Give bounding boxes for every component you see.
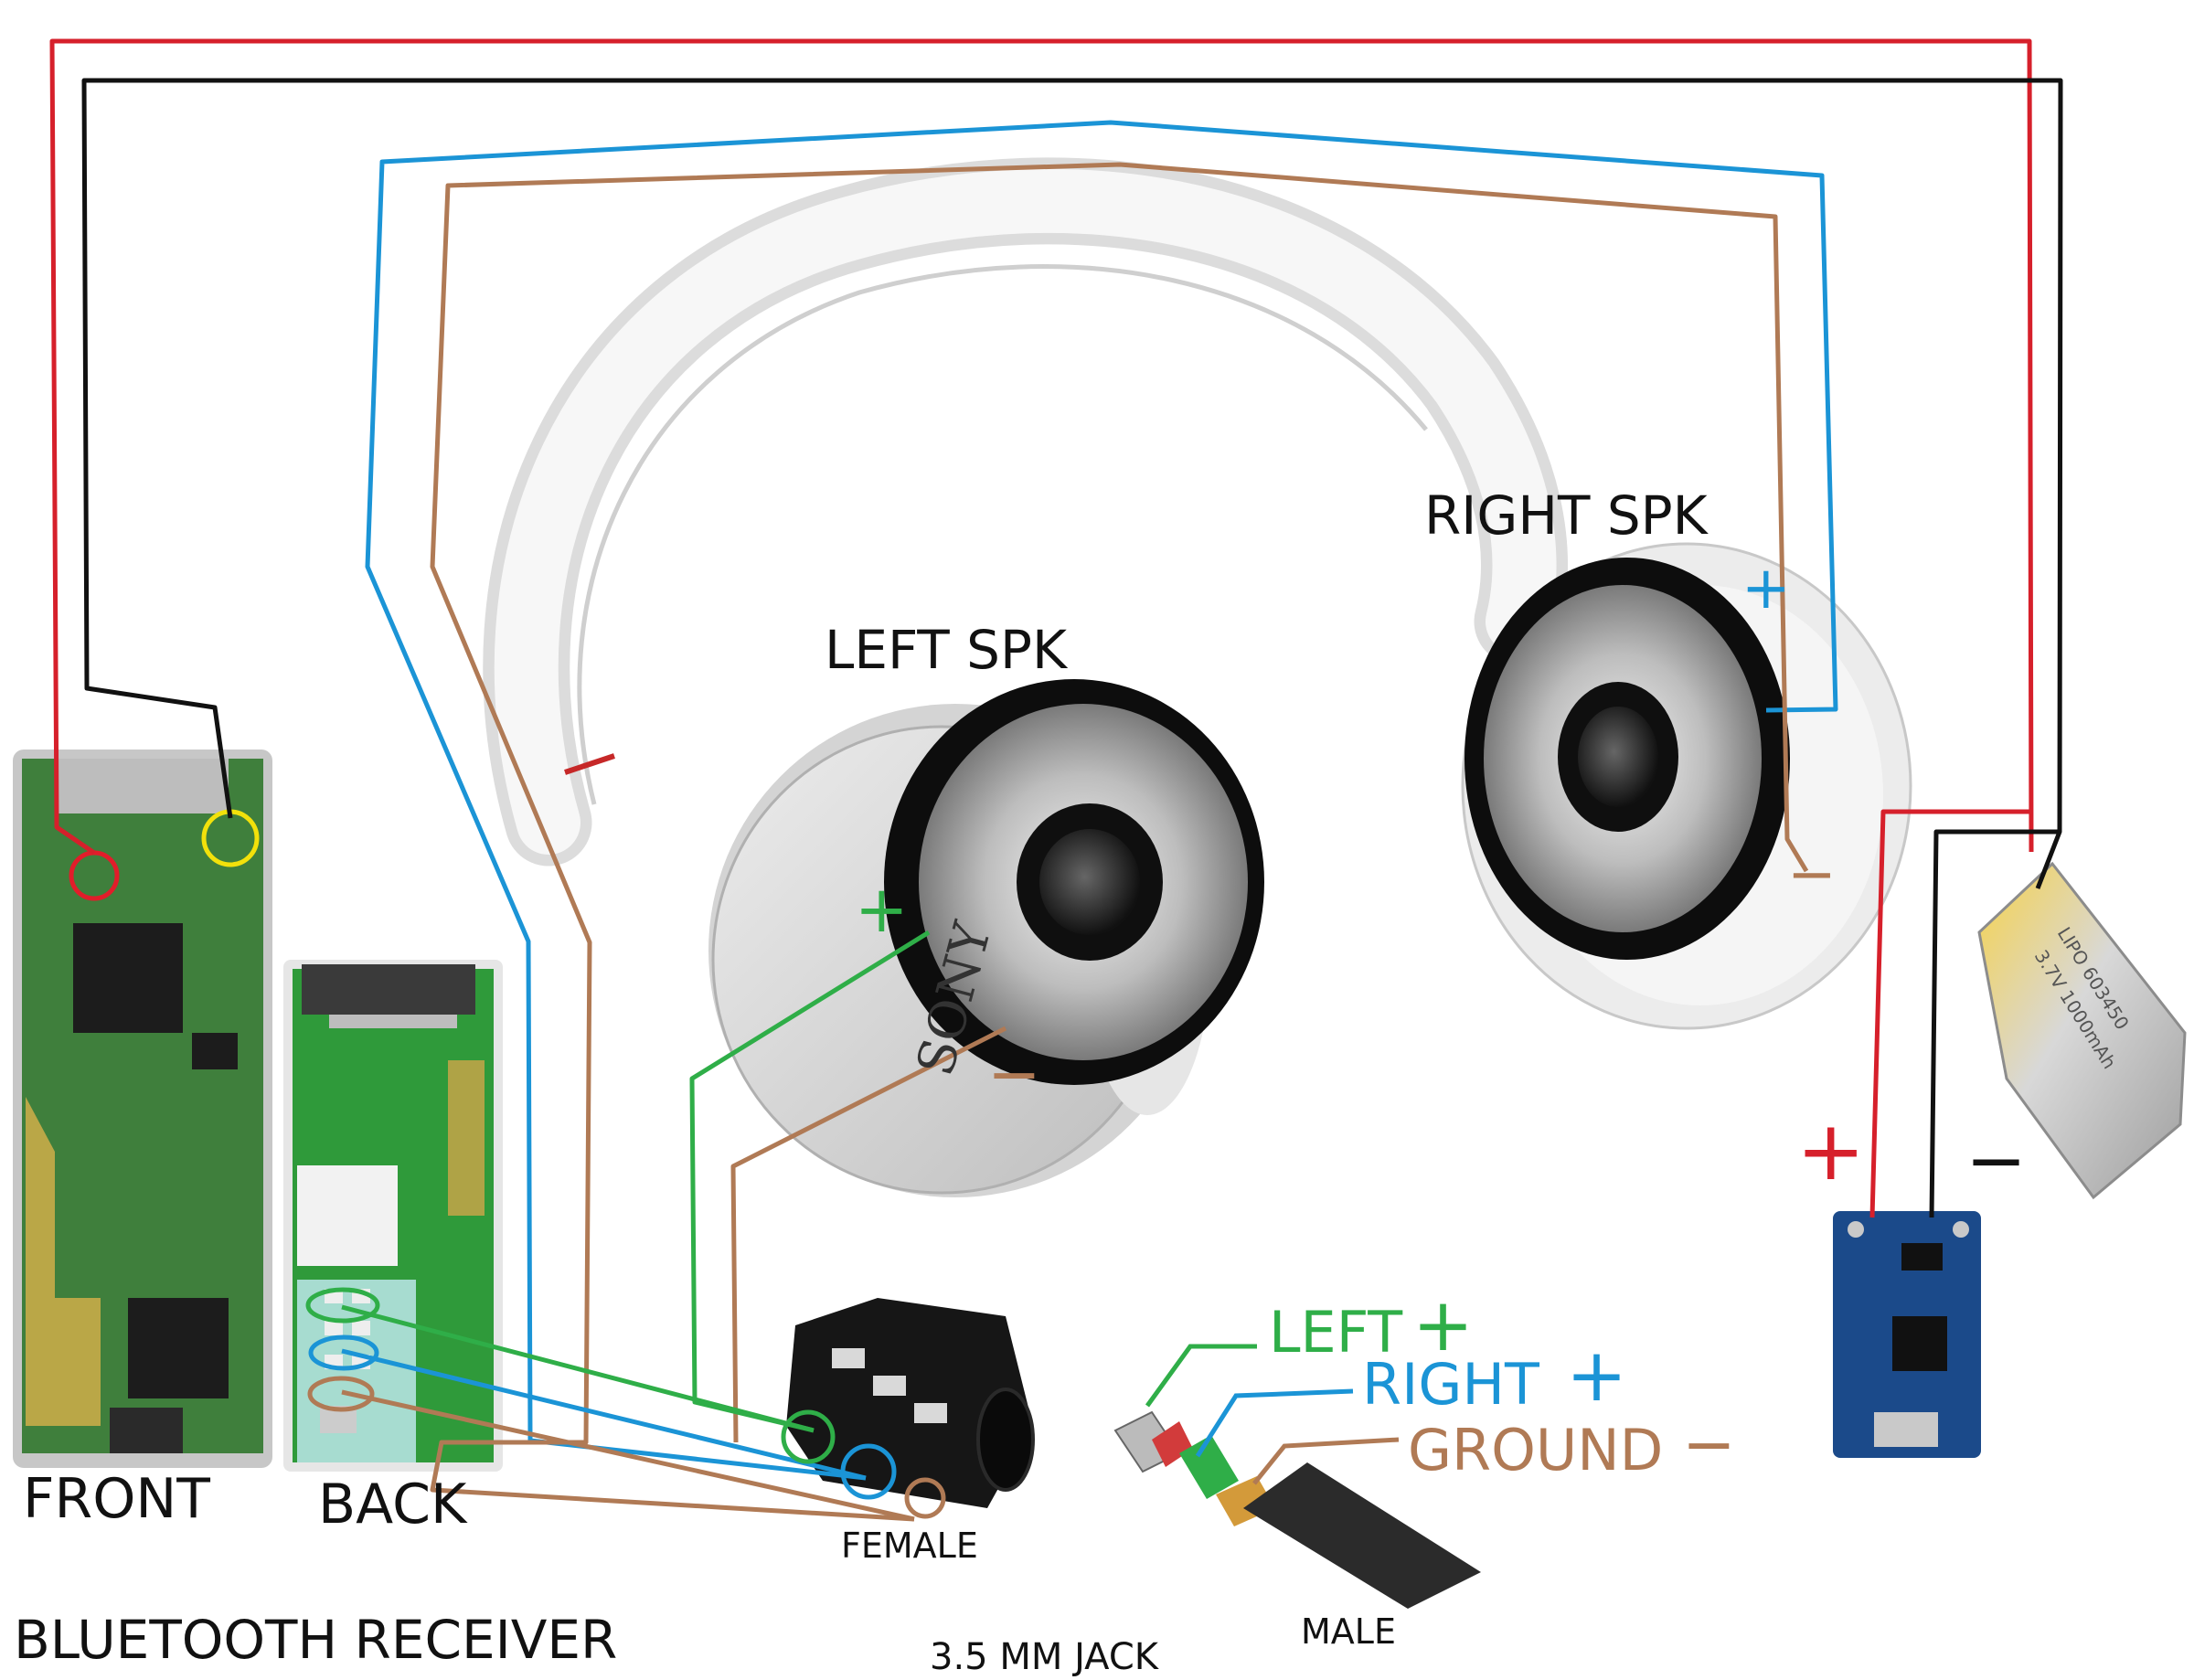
charger-plus-label: +: [1796, 1103, 1866, 1199]
left-speaker: [884, 679, 1264, 1085]
red-wire: [49, 38, 2034, 856]
blue-wire-back: [341, 1348, 867, 1481]
blue-wire: [365, 120, 1838, 1481]
front-label: FRONT: [23, 1467, 210, 1531]
left-spk-label: LEFT SPK: [825, 619, 1067, 681]
plug-left-label: LEFT: [1269, 1299, 1403, 1366]
jack-label: 3.5 MM JACK: [930, 1636, 1158, 1678]
female-label: FEMALE: [841, 1526, 978, 1566]
female-jack: [786, 1298, 1035, 1508]
charger-minus-label: −: [1965, 1118, 2028, 1203]
wires: [49, 38, 2063, 1522]
charger-module-tp4056: [1833, 1211, 1981, 1458]
back-label: BACK: [318, 1473, 467, 1536]
headphone-headband: [483, 157, 1568, 867]
lipo-battery: [1977, 861, 2187, 1200]
right-spk-plus: +: [1741, 555, 1791, 622]
plug-callouts: [1145, 1344, 1400, 1485]
right-speaker: [1464, 558, 1790, 960]
brown-wire: [430, 162, 1809, 1522]
right-spk-minus: −: [1787, 841, 1837, 909]
left-spk-minus: −: [987, 1037, 1041, 1111]
bluetooth-receiver-front-board: [13, 750, 272, 1468]
plug-right-plus: +: [1566, 1333, 1628, 1418]
bluetooth-receiver-back-board: [283, 960, 503, 1472]
left-spk-plus: +: [855, 872, 909, 947]
right-spk-label: RIGHT SPK: [1424, 484, 1708, 547]
black-wire-charger: [1929, 829, 2061, 1218]
green-wire-back: [341, 1304, 815, 1433]
male-label: MALE: [1301, 1611, 1396, 1652]
bluetooth-receiver-label: BLUETOOTH RECEIVER: [14, 1609, 618, 1671]
plug-ground-label: GROUND: [1408, 1417, 1664, 1483]
plug-ground-minus: −: [1682, 1407, 1736, 1482]
brown-wire-back: [341, 1389, 915, 1522]
red-wire-charger: [1869, 809, 2031, 1218]
male-plug: [1113, 1410, 1481, 1609]
pin-markers: [305, 1287, 946, 1519]
plug-right-label: RIGHT: [1362, 1351, 1539, 1418]
plug-left-plus: +: [1412, 1282, 1475, 1367]
brown-wire-left-spk: [730, 1026, 1007, 1443]
